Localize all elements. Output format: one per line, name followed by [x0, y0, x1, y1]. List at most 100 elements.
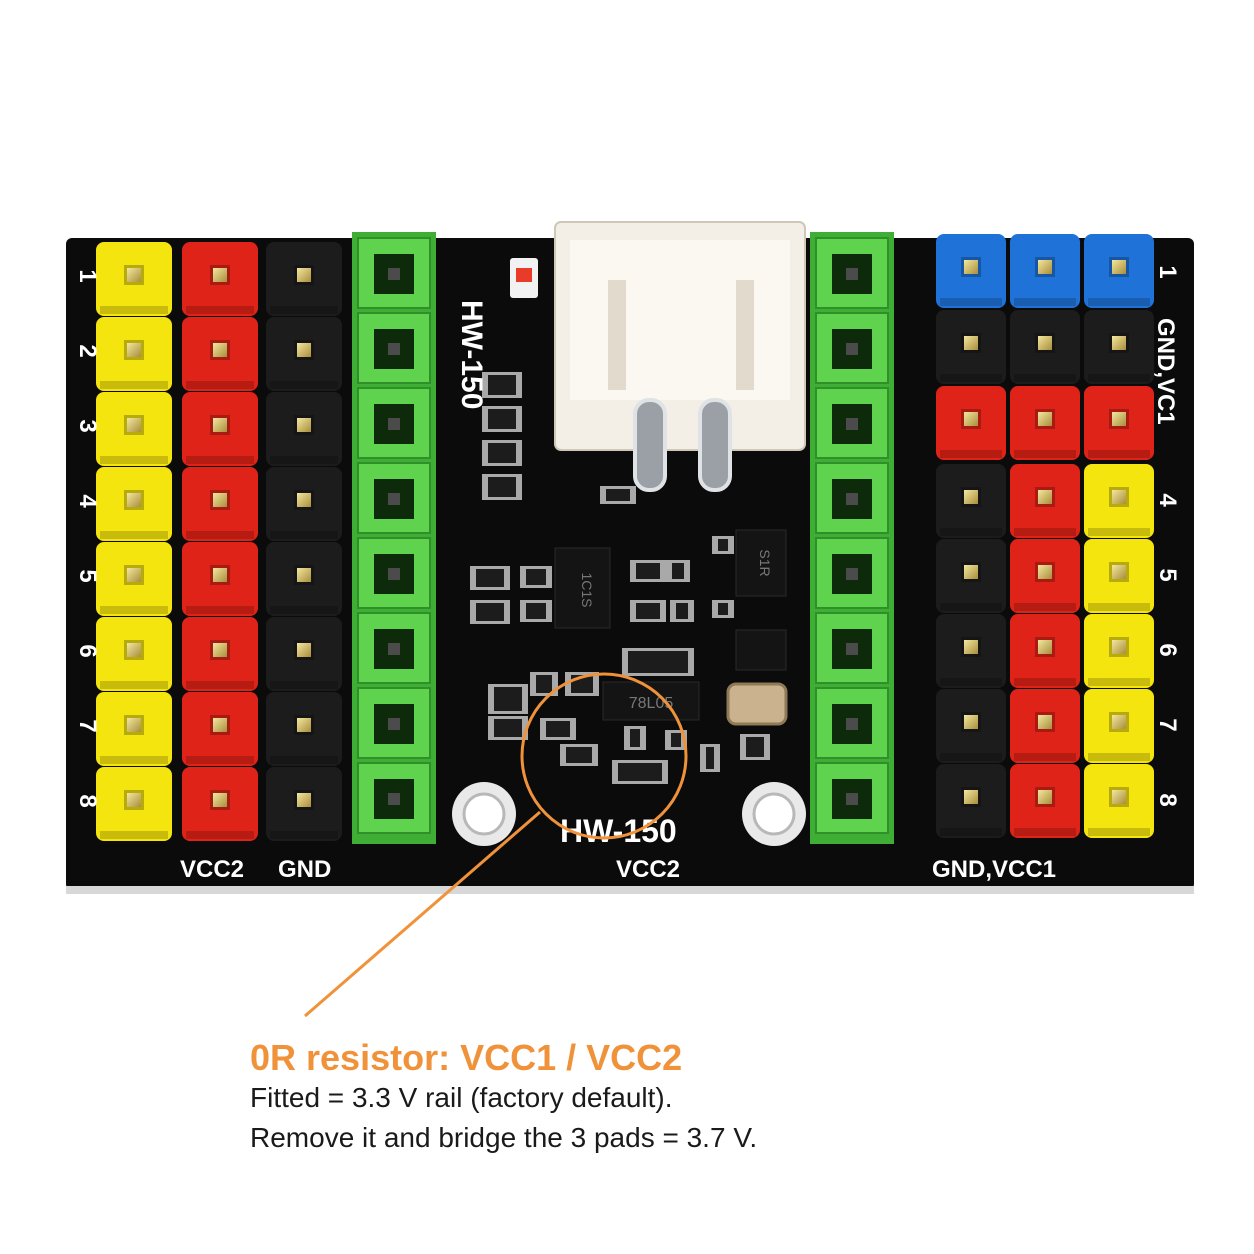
mounting-hole-right: [742, 782, 806, 846]
header-black-4: [266, 467, 342, 541]
header-yellow-right-row5: [1084, 539, 1154, 613]
smd-part-14: [712, 600, 734, 618]
header-red-right-row8: [1010, 764, 1080, 838]
header-black-6: [266, 617, 342, 691]
callout-text: 0R resistor: VCC1 / VCC2 Fitted = 3.3 V …: [250, 1038, 1150, 1158]
chip-regulator: 78L05: [602, 681, 700, 721]
header-black-7: [266, 692, 342, 766]
smd-part-12: [670, 600, 694, 622]
row-number-right-8: 8: [1154, 793, 1181, 806]
header-black-1: [266, 242, 342, 316]
row-number-left-7: 7: [74, 719, 101, 732]
silk-model-top: HW-150: [455, 300, 488, 409]
callout-line-1: Fitted = 3.3 V rail (factory default).: [250, 1082, 673, 1113]
smd-part-26: [740, 734, 770, 760]
header-blue-right-3: [1084, 234, 1154, 308]
silk-vcc2-center: VCC2: [616, 856, 680, 883]
chip-sot23-right: S1R: [735, 529, 787, 597]
header-blue-right-2: [1010, 234, 1080, 308]
terminal-strip-left: [352, 232, 436, 844]
header-red-right-3: [1084, 386, 1154, 460]
header-red-right-2: [1010, 386, 1080, 460]
silk-vcc2-left: VCC2: [180, 856, 244, 883]
smd-part-22: [612, 760, 668, 784]
smd-part-10: [666, 560, 690, 582]
silk-gnd-vcc1: GND,VCC1: [932, 856, 1056, 883]
row-number-right-5: 5: [1154, 568, 1181, 581]
smd-part-5: [470, 566, 510, 590]
smd-part-21: [560, 744, 598, 766]
chip-sot223: 1C1S: [554, 547, 611, 629]
header-red-right-row6: [1010, 614, 1080, 688]
smd-components: [470, 372, 770, 784]
smd-part-11: [630, 600, 666, 622]
header-yellow-2: [96, 317, 172, 391]
right-header-block: [936, 234, 1154, 838]
row-number-right-7: 7: [1154, 718, 1181, 731]
row-number-left-1: 1: [74, 269, 101, 282]
header-red-8: [182, 767, 258, 841]
header-red-right-1: [936, 386, 1006, 460]
header-red-1: [182, 242, 258, 316]
smd-part-9: [630, 560, 666, 582]
row-number-left-6: 6: [74, 644, 101, 657]
header-red-right-row4: [1010, 464, 1080, 538]
header-black-right-1: [936, 310, 1006, 384]
smd-part-17: [488, 716, 528, 740]
header-black-right-row8: [936, 764, 1006, 838]
header-black-right-3: [1084, 310, 1154, 384]
header-yellow-right-row8: [1084, 764, 1154, 838]
diode: [735, 629, 787, 671]
smd-part-8: [520, 600, 552, 622]
header-yellow-3: [96, 392, 172, 466]
smd-part-1: [482, 372, 522, 398]
header-yellow-7: [96, 692, 172, 766]
header-black-right-row5: [936, 539, 1006, 613]
header-yellow-right-row7: [1084, 689, 1154, 763]
header-red-4: [182, 467, 258, 541]
row-number-left-2: 2: [74, 344, 101, 357]
smd-part-4: [482, 474, 522, 500]
callout-leader: [304, 810, 541, 1018]
smd-part-6: [470, 600, 510, 624]
callout-line-2: Remove it and bridge the 3 pads = 3.7 V.: [250, 1122, 758, 1153]
header-yellow-8: [96, 767, 172, 841]
header-yellow-5: [96, 542, 172, 616]
header-black-8: [266, 767, 342, 841]
header-black-right-row7: [936, 689, 1006, 763]
header-blue-right-1: [936, 234, 1006, 308]
callout-circle: [520, 672, 688, 840]
smd-part-20: [540, 718, 576, 740]
header-red-right-row5: [1010, 539, 1080, 613]
row-number-right-6: 6: [1154, 643, 1181, 656]
header-yellow-4: [96, 467, 172, 541]
header-red-6: [182, 617, 258, 691]
smd-part-23: [624, 726, 646, 750]
header-red-7: [182, 692, 258, 766]
header-black-2: [266, 317, 342, 391]
header-yellow-1: [96, 242, 172, 316]
left-header-columns: [96, 242, 342, 841]
right-row-numbers: 1 4 5 6 7 8: [1154, 265, 1181, 806]
smd-part-2: [482, 406, 522, 432]
mounting-hole-left: [452, 782, 516, 846]
header-yellow-right-row4: [1084, 464, 1154, 538]
header-red-5: [182, 542, 258, 616]
header-black-3: [266, 392, 342, 466]
silk-gnd-left: GND: [278, 856, 331, 883]
row-number-right-1: 1: [1154, 265, 1181, 278]
smd-part-13: [712, 536, 734, 554]
smd-part-24: [665, 730, 687, 750]
row-number-left-3: 3: [74, 419, 101, 432]
header-yellow-right-row6: [1084, 614, 1154, 688]
smd-part-16: [488, 684, 528, 714]
chip-marking-2: S1R: [757, 549, 773, 576]
row-number-right-4: 4: [1154, 493, 1181, 507]
header-red-2: [182, 317, 258, 391]
header-red-3: [182, 392, 258, 466]
silk-gnd-vc1-side: GND,VC1: [1152, 318, 1179, 425]
row-number-left-4: 4: [74, 494, 101, 508]
header-black-5: [266, 542, 342, 616]
